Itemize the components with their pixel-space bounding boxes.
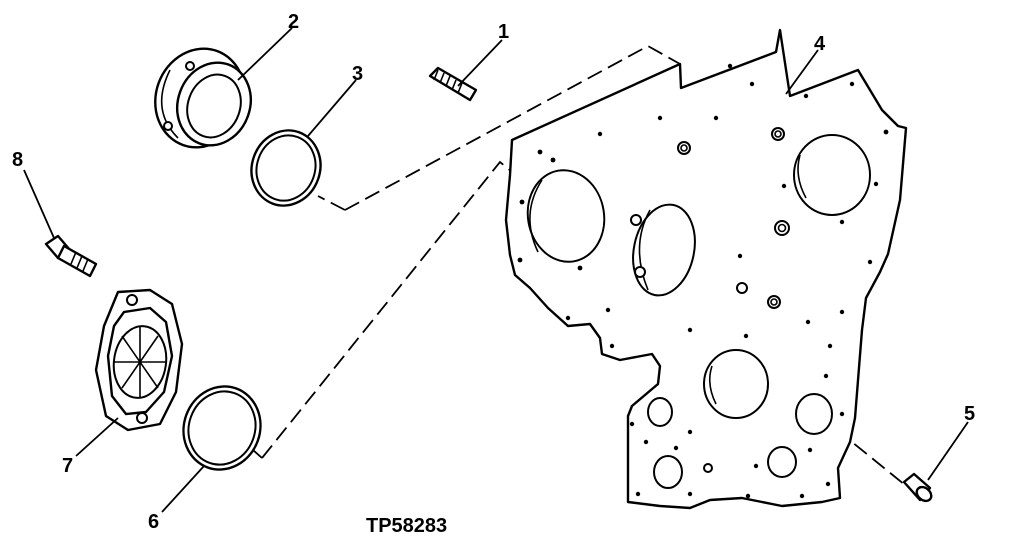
leader-lines bbox=[23, 27, 969, 513]
callout-4: 4 bbox=[814, 33, 826, 55]
callout-7: 7 bbox=[62, 455, 73, 477]
callout-8: 8 bbox=[12, 149, 23, 171]
cover-plate-part-7 bbox=[94, 288, 184, 432]
callout-1: 1 bbox=[498, 21, 509, 43]
o-ring-part-3 bbox=[250, 129, 322, 207]
cap-screw-part-8 bbox=[44, 234, 98, 278]
callout-labels: 1 2 3 4 5 6 7 8 bbox=[12, 11, 975, 533]
figure-id: TP58283 bbox=[366, 515, 447, 537]
callout-3: 3 bbox=[352, 63, 363, 85]
callout-6: 6 bbox=[148, 511, 159, 533]
seal-housing-part-2 bbox=[154, 47, 252, 149]
o-ring-part-6 bbox=[182, 385, 262, 471]
dowel-pin-part-5 bbox=[902, 472, 933, 503]
timing-gear-housing-plate bbox=[504, 28, 908, 510]
callout-2: 2 bbox=[288, 11, 299, 33]
stud-part-1 bbox=[428, 66, 478, 102]
callout-5: 5 bbox=[964, 403, 975, 425]
